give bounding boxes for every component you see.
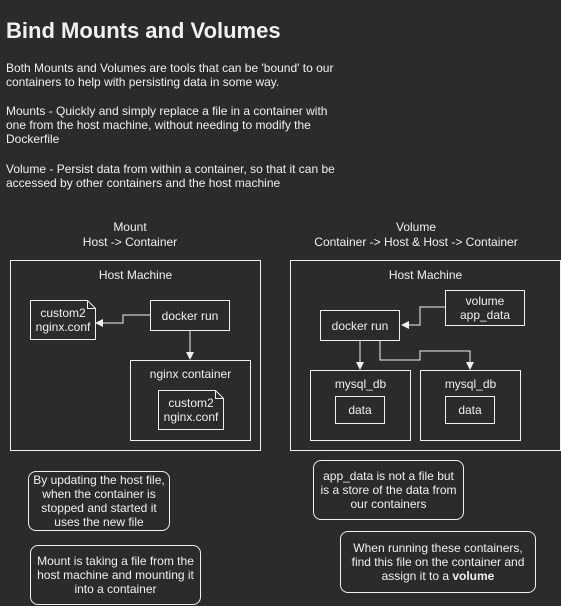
mount-host-label: Host Machine — [98, 268, 173, 282]
intro-paragraph-1: Both Mounts and Volumes are tools that c… — [6, 61, 334, 89]
volume-note-running-emphasis: volume — [452, 569, 495, 583]
mount-docker-run: docker run — [150, 300, 230, 331]
mount-container-file-label: custom2 nginx.conf — [163, 396, 219, 424]
volume-note-running: When running these containers, find this… — [340, 531, 536, 593]
file-shape-icon — [30, 300, 96, 340]
volume-mysql-b-data: data — [445, 396, 495, 424]
volume-app-data: volume app_data — [445, 290, 525, 326]
volume-note-app-data: app_data is not a file but is a store of… — [313, 460, 464, 520]
volume-arrow-to-mysql-b — [379, 341, 474, 370]
mount-container-label: nginx container — [149, 367, 232, 381]
volume-mysql-container-b: mysql_db — [420, 370, 521, 441]
mount-container-file: custom2 nginx.conf — [158, 390, 224, 430]
intro-paragraph-2: Mounts - Quickly and simply replace a fi… — [6, 104, 328, 146]
volume-note-running-text: When running these containers, find this… — [351, 541, 525, 583]
page-title: Bind Mounts and Volumes — [6, 18, 281, 43]
file-shape-icon — [158, 390, 224, 430]
volume-mysql-a-data: data — [335, 396, 385, 424]
volume-mysql-b-label: mysql_db — [444, 377, 497, 391]
mount-heading-subtitle: Host -> Container — [82, 235, 178, 249]
mount-host-file-label: custom2 nginx.conf — [35, 306, 91, 334]
volume-mysql-a-label: mysql_db — [334, 377, 387, 391]
mount-note-update: By updating the host file, when the cont… — [28, 471, 170, 531]
volume-heading-title: Volume — [395, 220, 437, 234]
intro-paragraph-3: Volume - Persist data from within a cont… — [6, 162, 335, 190]
volume-heading-subtitle: Container -> Host & Host -> Container — [314, 235, 518, 249]
volume-heading: Volume Container -> Host & Host -> Conta… — [296, 220, 536, 250]
volume-host-label: Host Machine — [388, 268, 463, 282]
mount-heading: Mount Host -> Container — [60, 220, 200, 250]
volume-arrow-to-docker-run — [401, 306, 445, 329]
mount-host-file: custom2 nginx.conf — [30, 300, 96, 340]
mount-nginx-container: nginx container — [130, 360, 251, 441]
mount-note-description: Mount is taking a file from the host mac… — [30, 545, 201, 605]
volume-mysql-container-a: mysql_db — [310, 370, 411, 441]
mount-host-machine: Host Machine — [10, 260, 261, 451]
volume-docker-run: docker run — [320, 310, 400, 341]
mount-heading-title: Mount — [113, 220, 147, 234]
mount-arrow-to-file — [95, 314, 150, 327]
